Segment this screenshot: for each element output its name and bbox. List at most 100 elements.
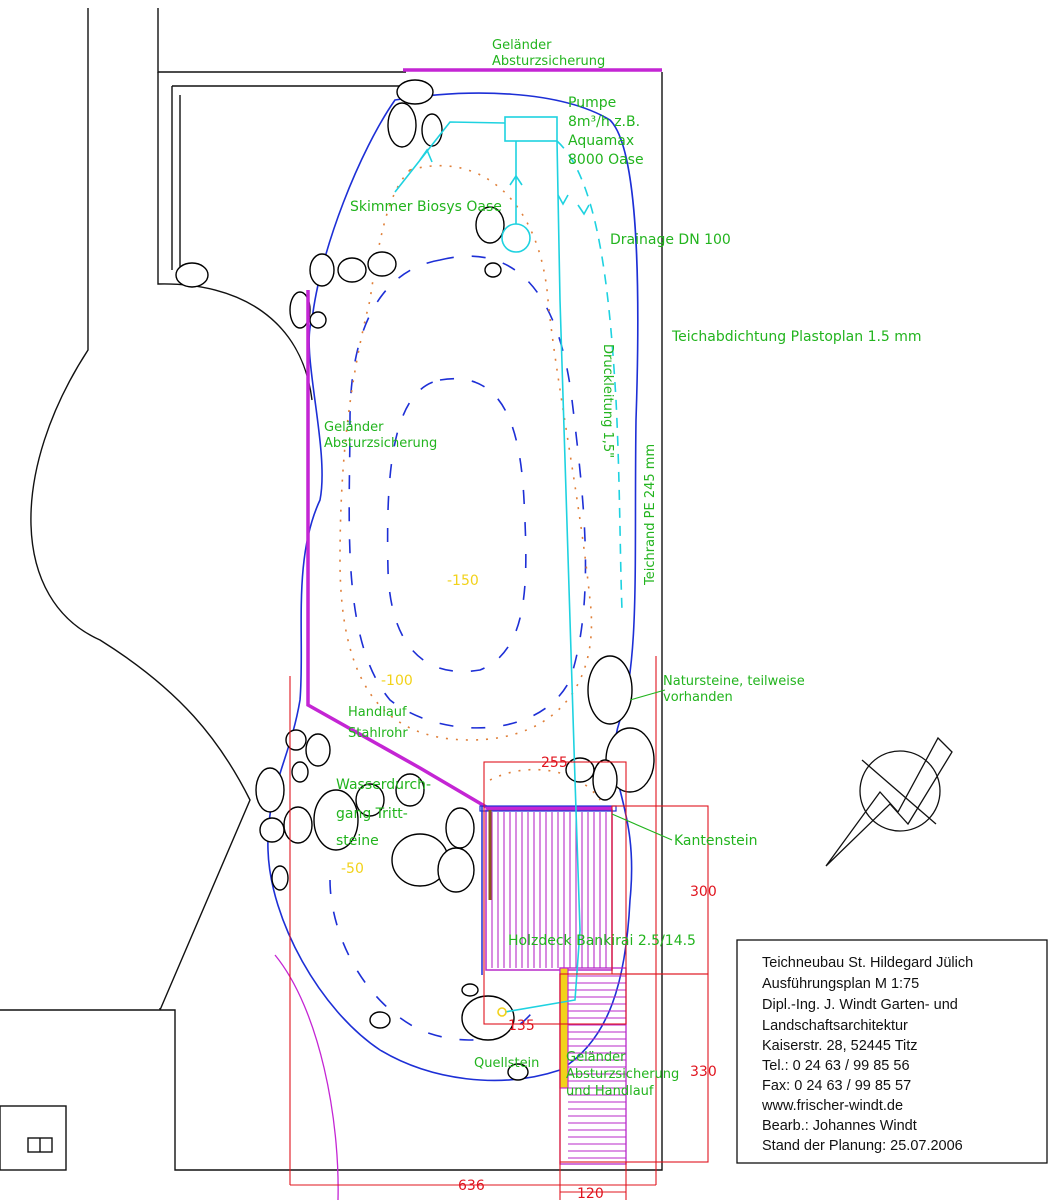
stone xyxy=(291,761,309,783)
stone xyxy=(283,806,313,844)
water-pipes xyxy=(394,116,623,1013)
pond-edge-dotted xyxy=(339,164,593,741)
property-line-right xyxy=(0,72,663,1171)
railing-stairs-label-3: und Handlauf xyxy=(566,1084,654,1099)
railings xyxy=(306,68,662,810)
north-arrow-icon xyxy=(825,736,953,867)
stone xyxy=(445,807,475,849)
title-block-line-4: Landschaftsarchitektur xyxy=(762,1018,908,1034)
railing-left-label-1: Geländer xyxy=(324,420,384,435)
stone xyxy=(367,251,397,277)
dim-frame-255 xyxy=(483,761,627,1025)
stone xyxy=(395,773,425,807)
dim-label-135: 135 xyxy=(508,1018,535,1034)
pressure-line xyxy=(504,140,581,1013)
dim-label-636: 636 xyxy=(458,1178,485,1194)
corner-box xyxy=(0,1105,67,1171)
stair-steps xyxy=(568,975,626,1159)
dimension-lines xyxy=(289,656,709,1200)
stone xyxy=(475,206,505,244)
stone xyxy=(437,847,475,893)
stone xyxy=(309,311,327,329)
stone xyxy=(337,257,367,283)
stone xyxy=(421,113,443,147)
skimmer-label: Skimmer Biosys Oase xyxy=(350,199,502,215)
title-block-line-9: Bearb.: Johannes Windt xyxy=(762,1118,917,1134)
title-block-line-1: Teichneubau St. Hildegard Jülich xyxy=(762,955,973,971)
pump-label-4: 8000 Oase xyxy=(568,152,644,168)
drainage-label: Drainage DN 100 xyxy=(610,232,731,248)
railing-left-label-2: Absturzsicherung xyxy=(324,436,437,451)
building-wall-top xyxy=(157,8,406,73)
dim-label-300: 300 xyxy=(690,884,717,900)
title-block-line-10: Stand der Planung: 25.07.2006 xyxy=(762,1138,963,1154)
railing-stairs-label-2: Absturzsicherung xyxy=(566,1067,679,1082)
spring-stone-icon xyxy=(497,1007,507,1017)
natural-stones-label-2: vorhanden xyxy=(663,690,733,705)
title-block-frame xyxy=(736,939,1048,1164)
stone xyxy=(255,767,285,813)
title-block-line-2: Ausführungsplan M 1:75 xyxy=(762,976,919,992)
stone xyxy=(592,759,618,801)
title-block-line-6: Tel.: 0 24 63 / 99 85 56 xyxy=(762,1058,910,1074)
dim-label-255: 255 xyxy=(541,755,568,771)
deck-planks xyxy=(491,812,607,968)
edge-stone-label: Kantenstein xyxy=(674,833,758,849)
railing-stairs-label-1: Geländer xyxy=(566,1050,626,1065)
wooden-deck xyxy=(485,809,627,1165)
railing-left xyxy=(306,290,612,810)
north-arrow-axis xyxy=(861,759,937,825)
stone xyxy=(396,79,434,105)
stone xyxy=(387,102,417,148)
pump-label-2: 8m³/h z.B. xyxy=(568,114,640,130)
title-block-line-7: Fax: 0 24 63 / 99 85 57 xyxy=(762,1078,911,1094)
pipe-arrow-1 xyxy=(419,148,433,163)
deck-label: Holzdeck Bankirai 2.5/14.5 xyxy=(508,933,696,949)
stone xyxy=(587,655,633,725)
stone xyxy=(271,865,289,891)
stone xyxy=(259,817,285,843)
leader-lines xyxy=(611,689,673,841)
pipe-left xyxy=(394,121,506,193)
pond-edge-label: Teichrand PE 245 mm xyxy=(643,444,658,586)
stone xyxy=(289,291,311,329)
pipe-arrow-4 xyxy=(577,204,590,216)
left-curve-path xyxy=(30,8,251,1011)
stone xyxy=(309,253,335,287)
building-outlines xyxy=(0,8,663,1171)
railing-top-label-2: Absturzsicherung xyxy=(492,54,605,69)
pressure-line-label: Druckleitung 1,5" xyxy=(600,344,615,458)
pipe-arrow-2 xyxy=(509,174,523,186)
depth-label-deep: -150 xyxy=(447,573,479,589)
natural-stones xyxy=(175,79,655,1081)
leader-edge-stone xyxy=(611,813,673,841)
handrail-label-2: Stahlrohr xyxy=(348,726,408,741)
leader-natural-stones xyxy=(629,689,666,701)
title-block: Teichneubau St. Hildegard Jülich Ausführ… xyxy=(736,939,1048,1164)
pump-box xyxy=(504,116,558,142)
curved-path-boundary xyxy=(157,72,313,401)
stone xyxy=(313,789,359,851)
decorative-arc xyxy=(274,954,339,1200)
stone xyxy=(305,733,331,767)
stone xyxy=(369,1011,391,1029)
spring-stone-label: Quellstein xyxy=(474,1056,539,1071)
natural-stones-label-1: Natursteine, teilweise xyxy=(663,674,805,689)
depth-label-shallow: -50 xyxy=(341,861,364,877)
handrail-label-1: Handlauf xyxy=(348,705,407,720)
stone xyxy=(175,262,209,288)
building-wall-inner xyxy=(171,85,406,270)
depth-contour-inner xyxy=(386,377,527,673)
stone xyxy=(461,995,515,1041)
dim-label-330: 330 xyxy=(690,1064,717,1080)
dim-label-120: 120 xyxy=(577,1186,604,1200)
dim-frame-330 xyxy=(559,973,709,1163)
drainage-pipe xyxy=(556,140,623,611)
water-passage-label-2: gang Tritt- xyxy=(336,806,408,822)
pump-label-3: Aquamax xyxy=(568,133,634,149)
north-arrow-bolt xyxy=(825,736,953,867)
railing-top-label-1: Geländer xyxy=(492,38,552,53)
depth-label-mid: -100 xyxy=(381,673,413,689)
liner-label: Teichabdichtung Plastoplan 1.5 mm xyxy=(671,329,922,345)
